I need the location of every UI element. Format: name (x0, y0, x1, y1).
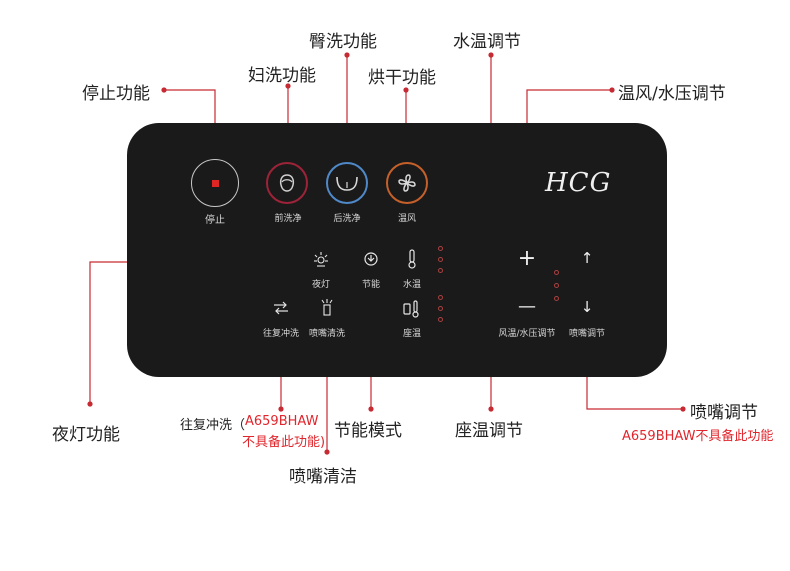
nozzle-clean-icon[interactable] (319, 298, 335, 319)
minus-button[interactable]: — (518, 296, 536, 317)
wind-pressure-label: 风温/水压调节 (498, 329, 556, 339)
seat-temp-icon[interactable] (402, 300, 422, 321)
water-temp-level-2 (438, 257, 443, 262)
water-temp-level-3 (438, 268, 443, 273)
plus-button[interactable]: + (517, 246, 537, 271)
callout-seat-temp: 座温调节 (455, 421, 523, 441)
stop-label: 停止 (205, 215, 225, 226)
seat-temp-level-1 (438, 295, 443, 300)
stop-icon (211, 179, 219, 187)
stop-button[interactable] (191, 159, 239, 207)
hip-wash-icon (336, 176, 358, 191)
callout-energy-mode: 节能模式 (334, 421, 402, 441)
night-light-label: 夜灯 (311, 280, 330, 290)
callout-hip-wash: 臀洗功能 (309, 32, 377, 52)
pressure-level-1 (554, 270, 559, 275)
oscillating-label: 往复冲洗 (262, 329, 299, 339)
callout-nozzle-clean: 喷嘴清洁 (289, 467, 357, 487)
front-wash-label: 前洗净 (274, 214, 302, 224)
pressure-level-2 (554, 283, 559, 288)
seat-temp-label: 座温 (402, 329, 421, 339)
callout-female-wash: 妇洗功能 (248, 66, 316, 86)
warm-air-button[interactable] (386, 162, 428, 204)
female-wash-icon (279, 174, 295, 192)
nozzle-up-button[interactable]: ↑ (580, 249, 594, 267)
callout-nozzle-adjust: 喷嘴调节 (690, 403, 758, 423)
energy-saving-icon[interactable] (363, 251, 379, 270)
callout-dry: 烘干功能 (368, 68, 436, 88)
water-temp-icon[interactable] (405, 249, 419, 272)
fan-icon (398, 174, 416, 192)
nozzle-down-button[interactable]: ↓ (580, 298, 594, 316)
callout-oscillating-note-2: 不具备此功能) (242, 435, 326, 450)
night-light-icon[interactable] (313, 251, 329, 270)
callout-oscillating: 往复冲洗（ (180, 418, 246, 433)
front-wash-button[interactable] (266, 162, 308, 204)
nozzle-adjust-label: 喷嘴调节 (568, 329, 605, 339)
brand-logo: HCG (545, 168, 612, 198)
callout-wind-water: 温风/水压调节 (618, 84, 726, 104)
water-temp-label: 水温 (402, 280, 421, 290)
pressure-level-3 (554, 296, 559, 301)
energy-saving-label: 节能 (361, 280, 380, 290)
nozzle-clean-label: 喷嘴清洗 (308, 329, 345, 339)
callout-nozzle-adjust-note: A659BHAW不具备此功能 (622, 429, 774, 444)
seat-temp-level-2 (438, 306, 443, 311)
warm-air-label: 温风 (397, 214, 416, 224)
rear-wash-label: 后洗净 (333, 214, 361, 224)
callout-oscillating-note-1: A659BHAW (245, 414, 319, 429)
oscillating-icon[interactable] (272, 301, 290, 318)
seat-temp-level-3 (438, 317, 443, 322)
rear-wash-button[interactable] (326, 162, 368, 204)
callout-stop: 停止功能 (82, 84, 150, 104)
callout-water-temp: 水温调节 (453, 32, 521, 52)
water-temp-level-1 (438, 246, 443, 251)
callout-night-light: 夜灯功能 (52, 425, 120, 445)
